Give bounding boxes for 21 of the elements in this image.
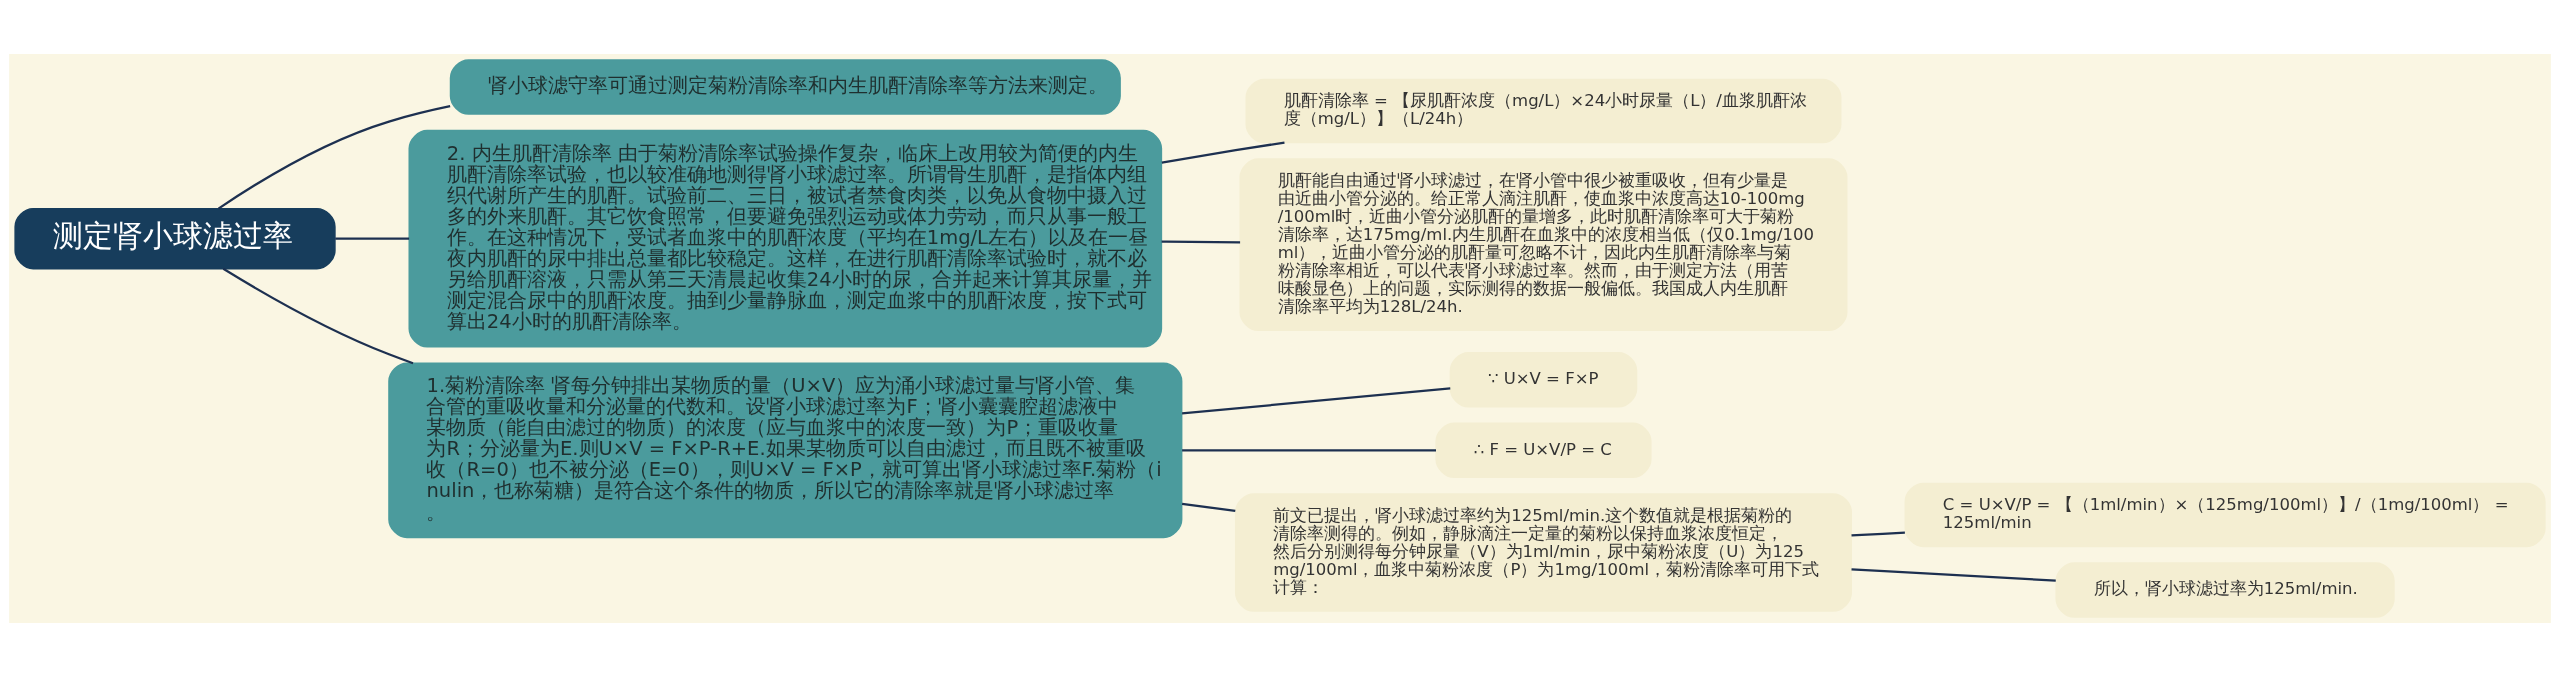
connector bbox=[1161, 240, 1241, 244]
connector bbox=[1182, 449, 1436, 452]
node-box: 肾小球滤守率可通过测定菊粉清除率和内生肌酐清除率等方法来测定。 bbox=[449, 59, 1121, 115]
node-box: 测定肾小球滤过率 bbox=[14, 207, 336, 270]
node-box: ∴ F = U×V/P = C bbox=[1435, 422, 1652, 479]
connector bbox=[1851, 531, 1905, 537]
connector bbox=[335, 237, 410, 240]
node-box: 1.菊粉清除率 肾每分钟排出某物质的量（U×V）应为涌小球滤过量与肾小管、集合管的重吸收量和分泌量的代数和。设肾小球滤过率为F；肾小囊囊腔超滤液中某物质（能自由滤过的物质）的浓度（应与血浆中的浓度一致）为P；重吸收量为R；分泌量为E.则U×V = F×P-R+E.如果某物质可以自由滤过，而且既不被重吸收（R=0）也不被分泌（E=0），则U×V = F×P，就可算出肾小球滤过率F.菊粉（inulin，也称菊糖）是符合这个条件的物质，所以它的清除率就是肾小球滤过率。 bbox=[388, 362, 1183, 539]
connector bbox=[1851, 568, 2056, 582]
node-box: 肌酐清除率 = 【尿肌酐浓度（mg/L）×24小时尿量（L）/血浆肌酐浓度（mg/L）】（L/24h） bbox=[1245, 78, 1842, 144]
connector bbox=[217, 105, 451, 210]
node-box: 肌酐能自由通过肾小球滤过，在肾小管中很少被重吸收，但有少量是由近曲小管分泌的。给正常人滴注肌酐，使血浆中浓度高达10-100mg/100ml时，近曲小管分泌肌酐的量增多，此时肌酐清除率可大于菊粉清除率，达175mg/ml.内生肌酐在血浆中的浓度相当低（仅0.1mg/100ml），近曲小管分泌的肌酐量可忽略不计，因此内生肌酐清除率与菊粉清除率相近，可以代表肾小球滤过率。然而，由于测定方法（用苦味酸显色）上的问题，实际测得的数据一般偏低。我国成人内生肌酐清除率平均为128L/24h. bbox=[1239, 158, 1848, 331]
connector bbox=[222, 267, 414, 365]
connector bbox=[1161, 141, 1285, 164]
node-box: 2. 内生肌酐清除率 由于菊粉清除率试验操作复杂，临床上改用较为简便的内生肌酐清除率试验，也以较准确地测得肾小球滤过率。所谓骨生肌酐，是指体内组织代谢所产生的肌酐。试验前二、三日，被试者禁食肉类，以免从食物中摄入过多的外来肌酐。其它饮食照常，但要避免强烈运动或体力劳动，而只从事一般工作。在这种情况下，受试者血浆中的肌酐浓度（平均在1mg/L左右）以及在一昼夜内肌酐的尿中排出总量都比较稳定。这样，在进行肌酐清除率试验时，就不必另给肌酐溶液，只需从第三天清晨起收集24小时的尿，合并起来计算其尿量，并测定混合尿中的肌酐浓度。抽到少量静脉血，测定血浆中的肌酐浓度，按下式可算出24小时的肌酐清除率。 bbox=[408, 129, 1163, 348]
node-box: 所以，肾小球滤过率为125ml/min. bbox=[2055, 562, 2395, 618]
node-box: C = U×V/P = 【（1ml/min）×（125mg/100ml）】/（1mg/100ml） = 125ml/min bbox=[1904, 482, 2546, 548]
node-box: ∵ U×V = F×P bbox=[1449, 352, 1638, 408]
connector bbox=[1181, 502, 1236, 513]
node-box: 前文已提出，肾小球滤过率约为125ml/min.这个数值就是根据菊粉的清除率测得的。例如，静脉滴注一定量的菊粉以保持血浆浓度恒定，然后分别测得每分钟尿量（V）为1ml/min，尿中菊粉浓度（U）为125mg/100ml，血浆中菊粉浓度（P）为1mg/100ml，菊粉清除率可用下式计算： bbox=[1234, 493, 1852, 612]
connector bbox=[1182, 387, 1451, 415]
